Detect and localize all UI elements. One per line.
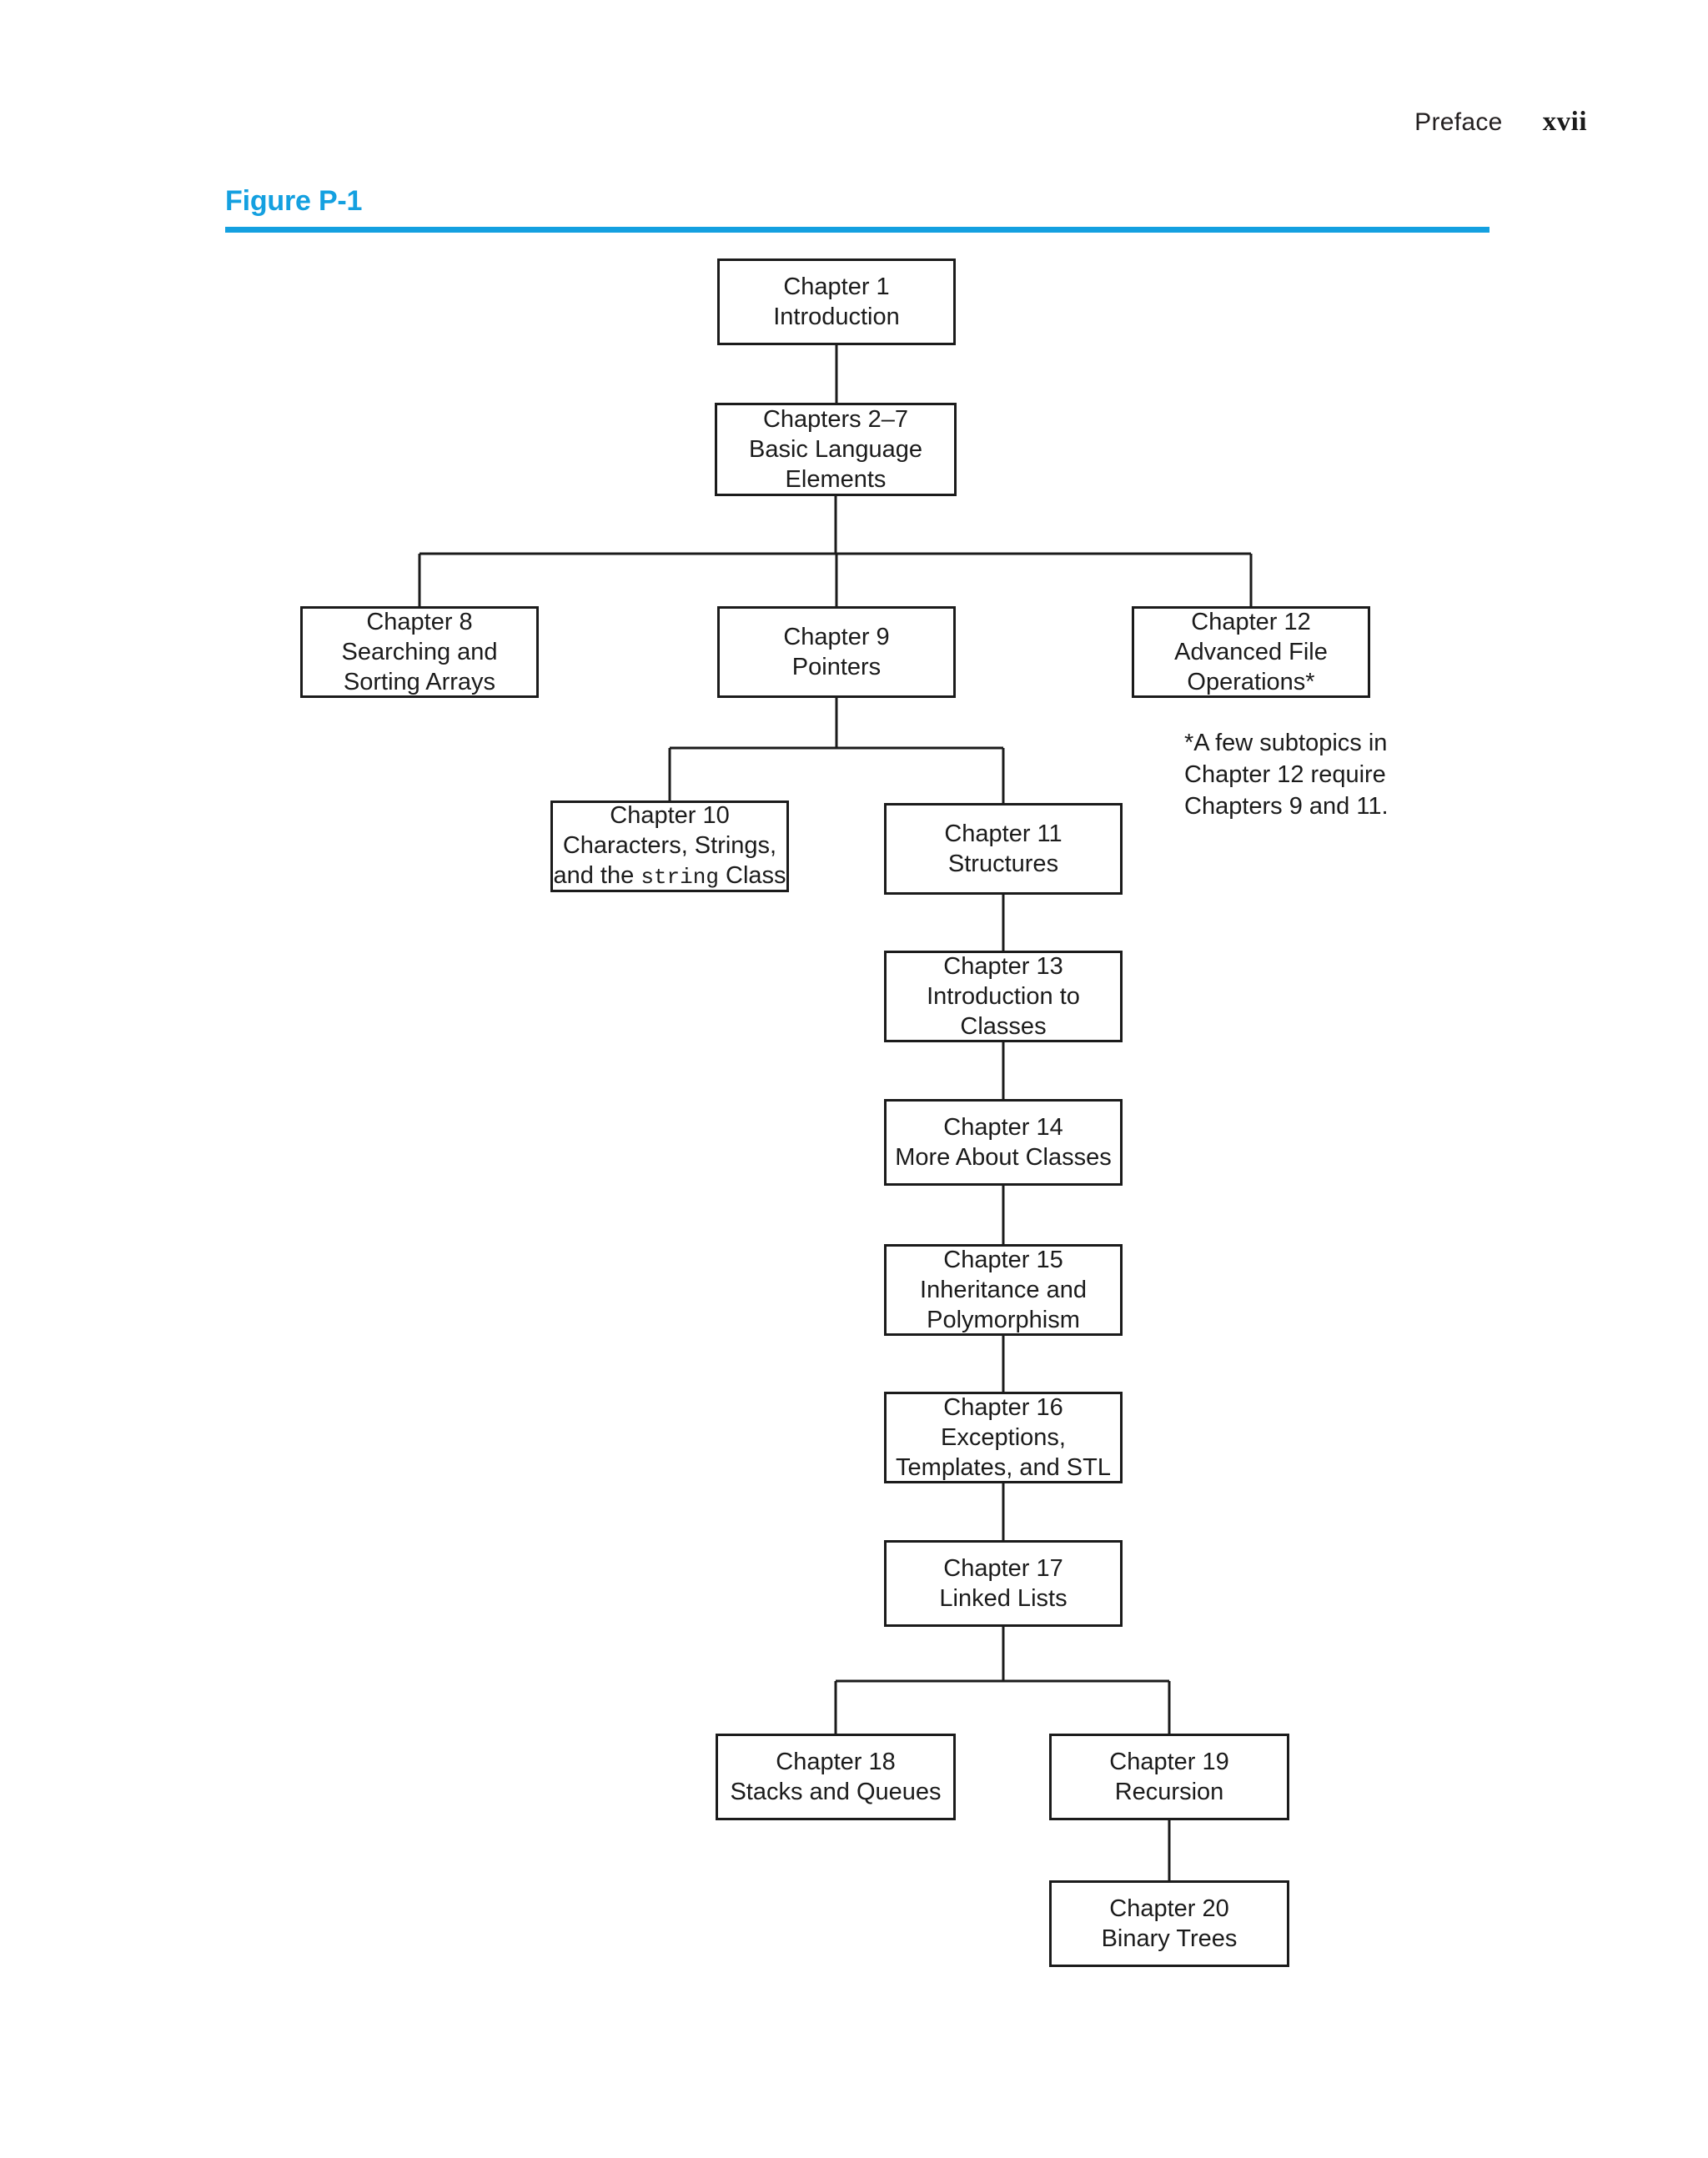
node-label-line-2: Exceptions,: [941, 1424, 1066, 1451]
node-label-line-2: Recursion: [1114, 1779, 1224, 1805]
node-label-line-2: Advanced File: [1174, 639, 1328, 665]
footnote-chapter-12: *A few subtopics in Chapter 12 require C…: [1184, 727, 1451, 822]
flowchart-node-ch19: Chapter 19 Recursion: [1049, 1734, 1289, 1820]
flowchart-node-ch17: Chapter 17 Linked Lists: [884, 1540, 1123, 1627]
node-label-line-2: Stacks and Queues: [730, 1779, 942, 1805]
figure-caption: Figure P-1: [225, 185, 363, 217]
node-label-line-3: Sorting Arrays: [343, 669, 496, 695]
running-head: Preface xvii: [1414, 107, 1587, 138]
node-label-line-1: Chapter 15: [943, 1247, 1063, 1273]
flowchart-node-ch18: Chapter 18 Stacks and Queues: [716, 1734, 956, 1820]
flowchart-node-ch10: Chapter 10 Characters, Strings, and the st…: [550, 800, 789, 892]
node-label-line-1: Chapter 16: [943, 1394, 1063, 1421]
node-label-line-2: Structures: [947, 851, 1059, 877]
code-identifier-string: string: [640, 865, 719, 890]
node-label-line-1: Chapter 14: [943, 1114, 1063, 1141]
node-label-line-1: Chapter 17: [943, 1555, 1063, 1582]
node-label-line-1: Chapter 12: [1191, 609, 1311, 635]
node-label-line-2: Pointers: [791, 654, 882, 680]
flowchart-node-ch9: Chapter 9 Pointers: [717, 606, 956, 698]
flowchart-node-ch20: Chapter 20 Binary Trees: [1049, 1880, 1289, 1967]
flowchart-node-ch11: Chapter 11 Structures: [884, 803, 1123, 895]
node-label-line-1: Chapters 2–7: [762, 406, 909, 433]
node-label-line-1: Chapter 11: [944, 821, 1062, 847]
node-label-line-1: Chapter 9: [783, 624, 890, 650]
footnote-line-1: *A few subtopics in: [1184, 730, 1388, 756]
flowchart-node-ch16: Chapter 16 Exceptions, Templates, and STL: [884, 1392, 1123, 1483]
node-label-line-2: More About Classes: [895, 1144, 1112, 1171]
node-label-line-2: Introduction: [773, 304, 900, 330]
node-label-line-1: Chapter 8: [366, 609, 473, 635]
node-label-line-3: Elements: [785, 466, 887, 493]
node-label-line-2: Searching and: [341, 639, 498, 665]
node-label-line-2: Linked Lists: [939, 1585, 1068, 1612]
page-number: xvii: [1542, 107, 1587, 137]
node-label-line-3: Operations*: [1187, 669, 1315, 695]
node-label-line-2: Introduction to: [927, 983, 1080, 1010]
node-label-line-3: and the string Class: [553, 862, 786, 890]
footnote-line-3: Chapters 9 and 11.: [1184, 793, 1389, 820]
footnote-line-2: Chapter 12 require: [1184, 761, 1386, 788]
node-label-line-1: Chapter 19: [1109, 1749, 1229, 1775]
flowchart-node-ch1: Chapter 1 Introduction: [717, 258, 956, 345]
node-label-line-1: Chapter 18: [776, 1749, 896, 1775]
running-head-label: Preface: [1414, 108, 1503, 136]
node-label-line-3: Polymorphism: [927, 1307, 1080, 1333]
node-label-line-2: Binary Trees: [1101, 1925, 1238, 1952]
node-label-line-1: Chapter 1: [783, 274, 890, 300]
flowchart-node-ch13: Chapter 13 Introduction to Classes: [884, 951, 1123, 1042]
node-label-line-1: Chapter 20: [1109, 1895, 1229, 1922]
node-label-line-1: Chapter 10: [610, 802, 730, 829]
flowchart-node-ch14: Chapter 14 More About Classes: [884, 1099, 1123, 1186]
node-label-line-2: Characters, Strings,: [562, 832, 777, 859]
node-label-line-3: Classes: [960, 1013, 1047, 1040]
figure-rule-divider: [225, 227, 1489, 233]
node-label-line-3: Templates, and STL: [896, 1454, 1111, 1481]
node-label-line-1: Chapter 13: [943, 953, 1063, 980]
node-label-line-2: Basic Language: [749, 436, 922, 463]
node-label-line-2: Inheritance and: [920, 1277, 1087, 1303]
